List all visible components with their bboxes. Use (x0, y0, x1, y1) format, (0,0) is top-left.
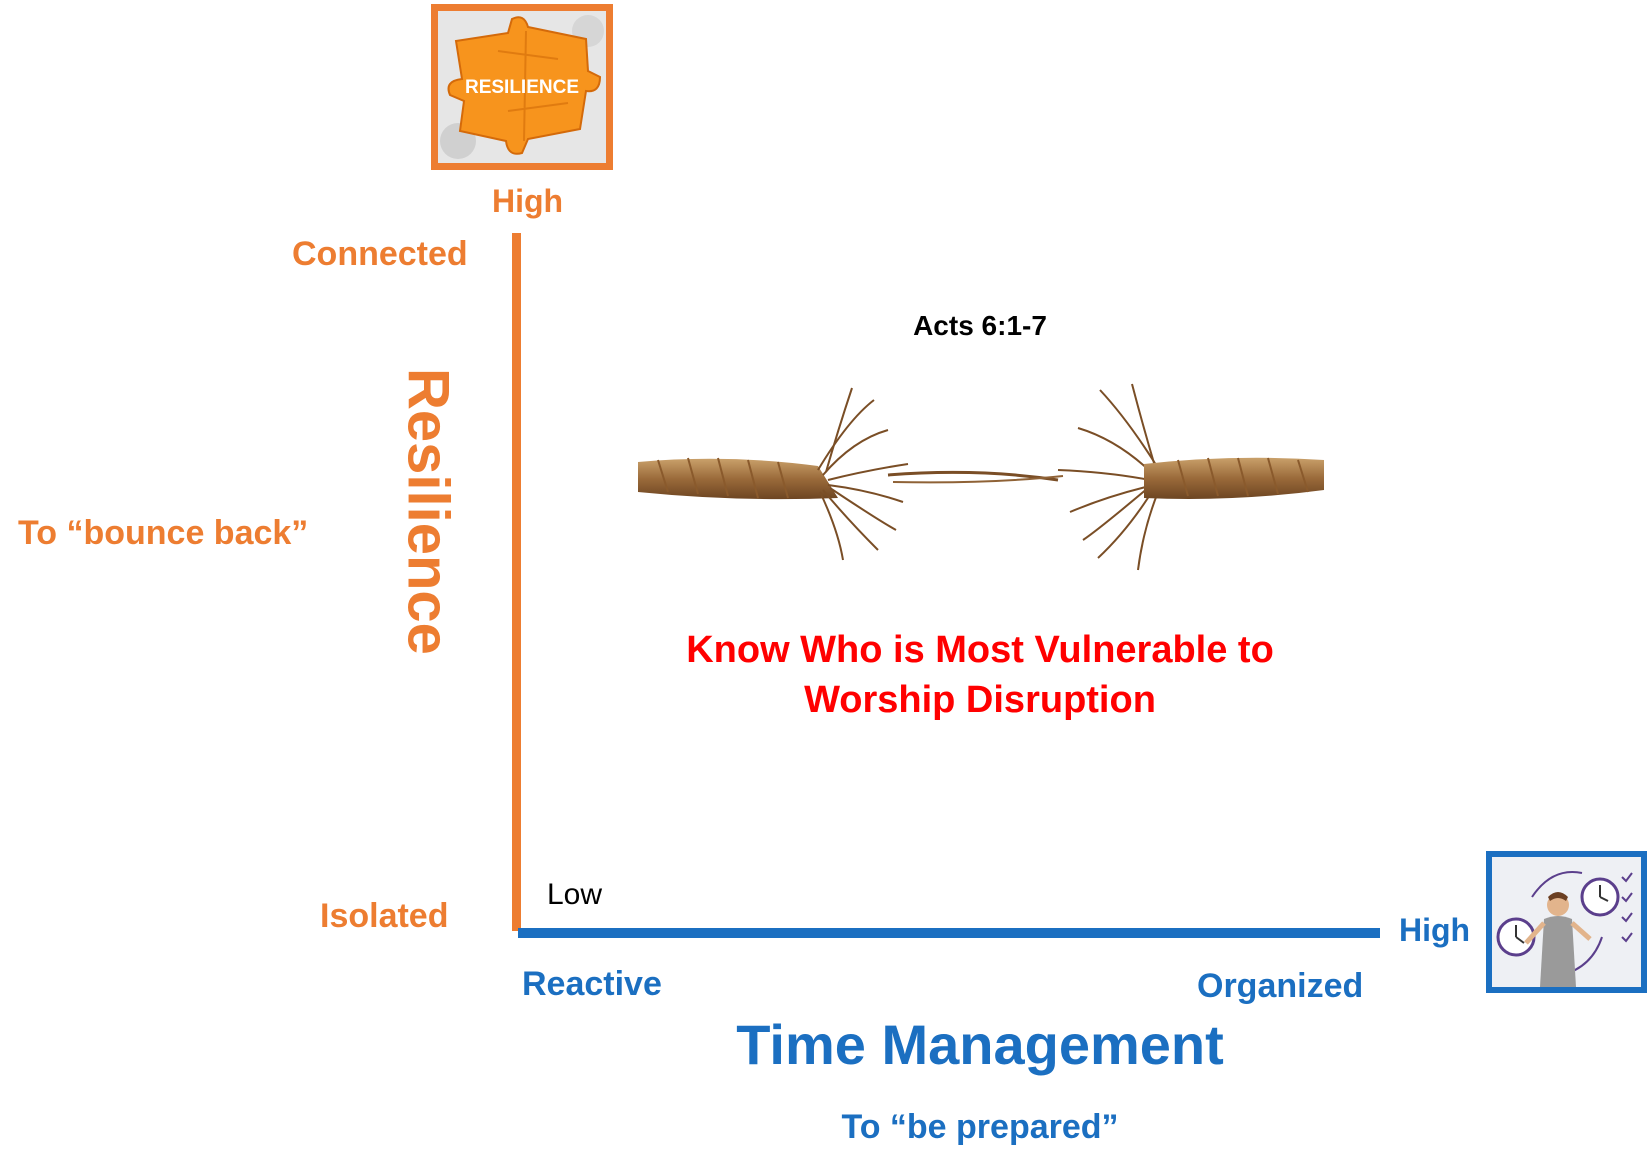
origin-low-label: Low (547, 878, 603, 911)
y-axis-high-label: High (492, 183, 564, 219)
headline-line-1: Know Who is Most Vulnerable to (686, 629, 1274, 671)
x-axis-title: Time Management (736, 1013, 1224, 1076)
frayed-rope-image (638, 380, 1324, 580)
y-axis-top-label: Connected (292, 235, 468, 273)
y-axis-description: To “bounce back” (18, 514, 309, 552)
headline-line-2: Worship Disruption (804, 679, 1156, 721)
puzzle-pieces-icon: RESILIENCE (438, 11, 606, 163)
x-axis-left-label: Reactive (522, 965, 662, 1003)
headline: Know Who is Most Vulnerable to Worship D… (600, 625, 1360, 725)
y-axis-bottom-label: Isolated (320, 897, 449, 935)
x-axis-description: To “be prepared” (841, 1108, 1119, 1146)
x-axis-line (518, 928, 1380, 938)
time-management-image (1486, 851, 1647, 993)
x-axis-right-label: Organized (1197, 967, 1364, 1005)
y-axis-line (512, 233, 521, 931)
clock-juggler-icon (1492, 857, 1641, 987)
y-axis-title: Resilience (395, 368, 461, 655)
svg-text:RESILIENCE: RESILIENCE (465, 77, 579, 98)
scripture-reference: Acts 6:1-7 (913, 310, 1047, 341)
frayed-rope-icon (638, 383, 1324, 571)
x-axis-high-label: High (1399, 912, 1471, 948)
resilience-puzzle-image: RESILIENCE (431, 4, 613, 170)
